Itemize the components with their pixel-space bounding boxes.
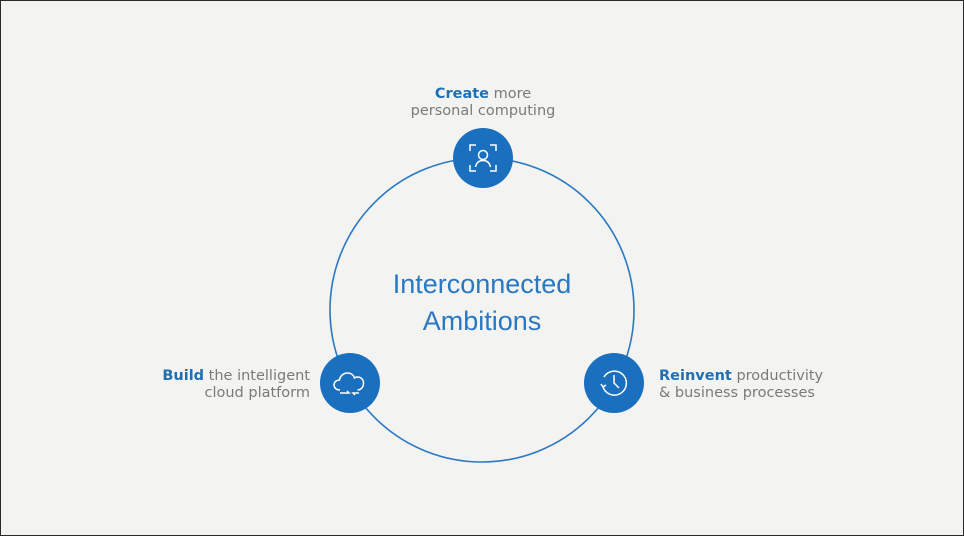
label-create-bold: Create — [434, 86, 489, 102]
label-reinvent-rest: productivity — [731, 368, 824, 384]
title-line-1: Interconnected — [392, 269, 572, 299]
label-create-line2: personal computing — [410, 103, 556, 119]
label-reinvent-line2: & business processes — [659, 385, 815, 401]
diagram-title: Interconnected Ambitions — [332, 266, 632, 340]
label-reinvent-bold: Reinvent — [659, 368, 732, 384]
label-reinvent: Reinvent productivity & business process… — [659, 368, 823, 402]
node-build — [320, 353, 380, 413]
label-create-rest: more — [489, 86, 532, 102]
node-reinvent — [584, 353, 644, 413]
clock-history-icon — [600, 370, 628, 396]
label-create: Create more personal computing — [383, 86, 583, 120]
node-create — [453, 128, 513, 188]
label-build-bold: Build — [162, 368, 205, 384]
label-build-line2: cloud platform — [204, 385, 311, 401]
cloud-sync-icon — [333, 372, 365, 396]
label-build: Build the intelligent cloud platform — [110, 368, 310, 402]
title-line-2: Ambitions — [422, 306, 542, 336]
label-build-rest: the intelligent — [204, 368, 310, 384]
person-focus-icon — [469, 144, 497, 172]
